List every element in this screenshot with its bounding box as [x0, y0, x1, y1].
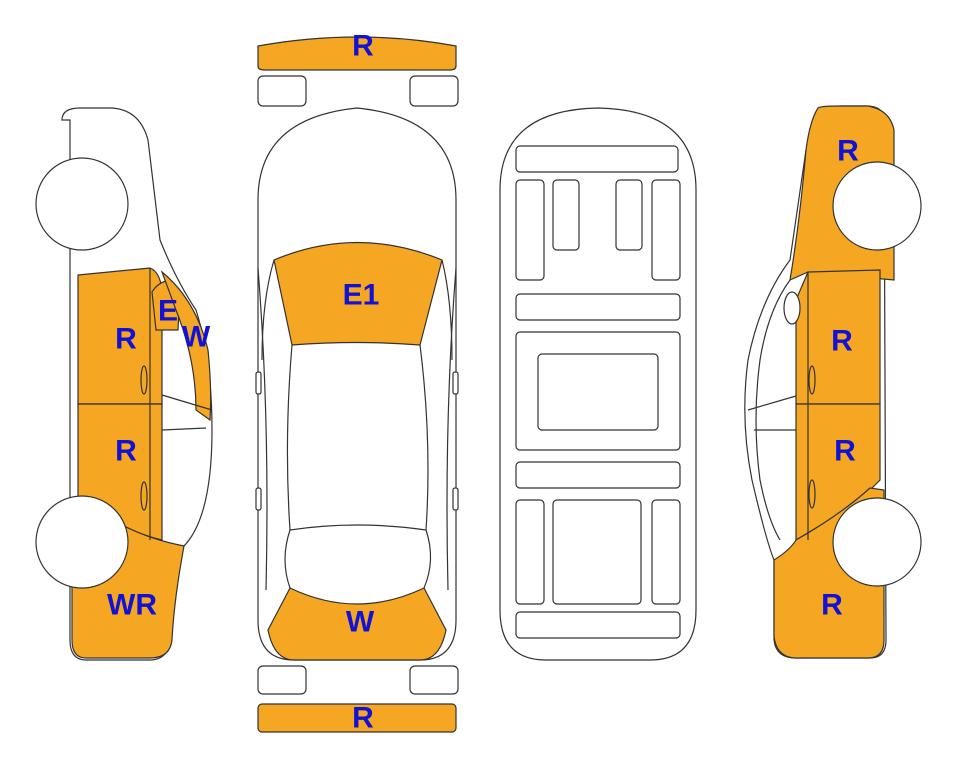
right-front-handle — [808, 365, 816, 395]
rear-left-pillar — [284, 529, 291, 589]
left-a-pillar-line — [257, 267, 268, 591]
underside-rear-right-rail — [651, 499, 681, 605]
left-front-handle — [140, 365, 148, 395]
roof-outline — [286, 344, 429, 531]
left-fender-label: E — [158, 295, 178, 328]
right-rear-wheel — [832, 497, 922, 587]
left-rear-handle — [140, 481, 148, 511]
right-a-pillar-line — [446, 267, 457, 591]
underside-crossmember-1 — [515, 293, 681, 321]
left-windshield-label: W — [182, 321, 211, 354]
underside-rear-left-rail — [515, 499, 545, 605]
rear-left-light — [257, 665, 307, 695]
left-front-wheel — [35, 157, 129, 251]
rear-bumper-label: R — [352, 702, 374, 735]
left-rear-door-label: R — [115, 435, 137, 468]
underside-rear-bar — [515, 611, 681, 639]
underside-front-left-slot — [552, 179, 580, 251]
right-front-door-label: R — [831, 325, 853, 358]
hood-label: E1 — [343, 279, 380, 312]
right-rear-mirror — [452, 487, 459, 511]
top-body-outline — [257, 107, 457, 661]
front-bumper-panel — [257, 36, 457, 71]
right-windshield-side — [441, 259, 453, 361]
rear-glass-panel — [267, 587, 447, 661]
underside-front-right-slot — [615, 179, 643, 251]
underside-crossmember-2 — [515, 461, 681, 489]
rear-glass-label: W — [346, 606, 375, 639]
front-left-light — [257, 75, 307, 107]
left-front-door-label: R — [115, 323, 137, 356]
right-side-view: R R R R — [744, 105, 922, 659]
left-window-line — [161, 427, 207, 431]
right-rear-door-label: R — [834, 435, 856, 468]
front-bumper-label: R — [352, 30, 374, 63]
left-windshield-edge-panel — [160, 270, 212, 422]
rear-right-light — [409, 665, 459, 695]
left-mirror — [255, 371, 262, 395]
rear-right-pillar — [423, 529, 432, 589]
underside-rear-center — [552, 499, 642, 605]
underside-center-panel — [537, 353, 659, 431]
right-mirror — [783, 291, 801, 325]
underside-view — [499, 107, 697, 661]
right-rear-handle — [808, 479, 816, 509]
underside-front-right-rail — [651, 179, 681, 281]
front-right-light — [409, 75, 459, 107]
left-rear-quarter-label: WR — [107, 589, 157, 622]
right-front-fender-label: R — [837, 135, 859, 168]
left-windshield-side — [261, 259, 275, 361]
top-view: R E1 W R — [255, 30, 459, 735]
left-rear-mirror — [255, 487, 262, 511]
right-mirror — [452, 371, 459, 395]
left-side-view: E W R R WR — [35, 107, 213, 661]
left-front-door-panel — [77, 267, 163, 405]
right-window-outline — [755, 279, 791, 541]
underside-front-left-rail — [515, 179, 545, 281]
left-mirror-line — [161, 394, 213, 411]
right-front-wheel — [832, 161, 922, 251]
rear-bumper-panel — [257, 703, 457, 733]
underside-front-bar — [515, 145, 679, 173]
right-rear-quarter-label: R — [821, 589, 843, 622]
left-rear-wheel — [35, 495, 129, 589]
